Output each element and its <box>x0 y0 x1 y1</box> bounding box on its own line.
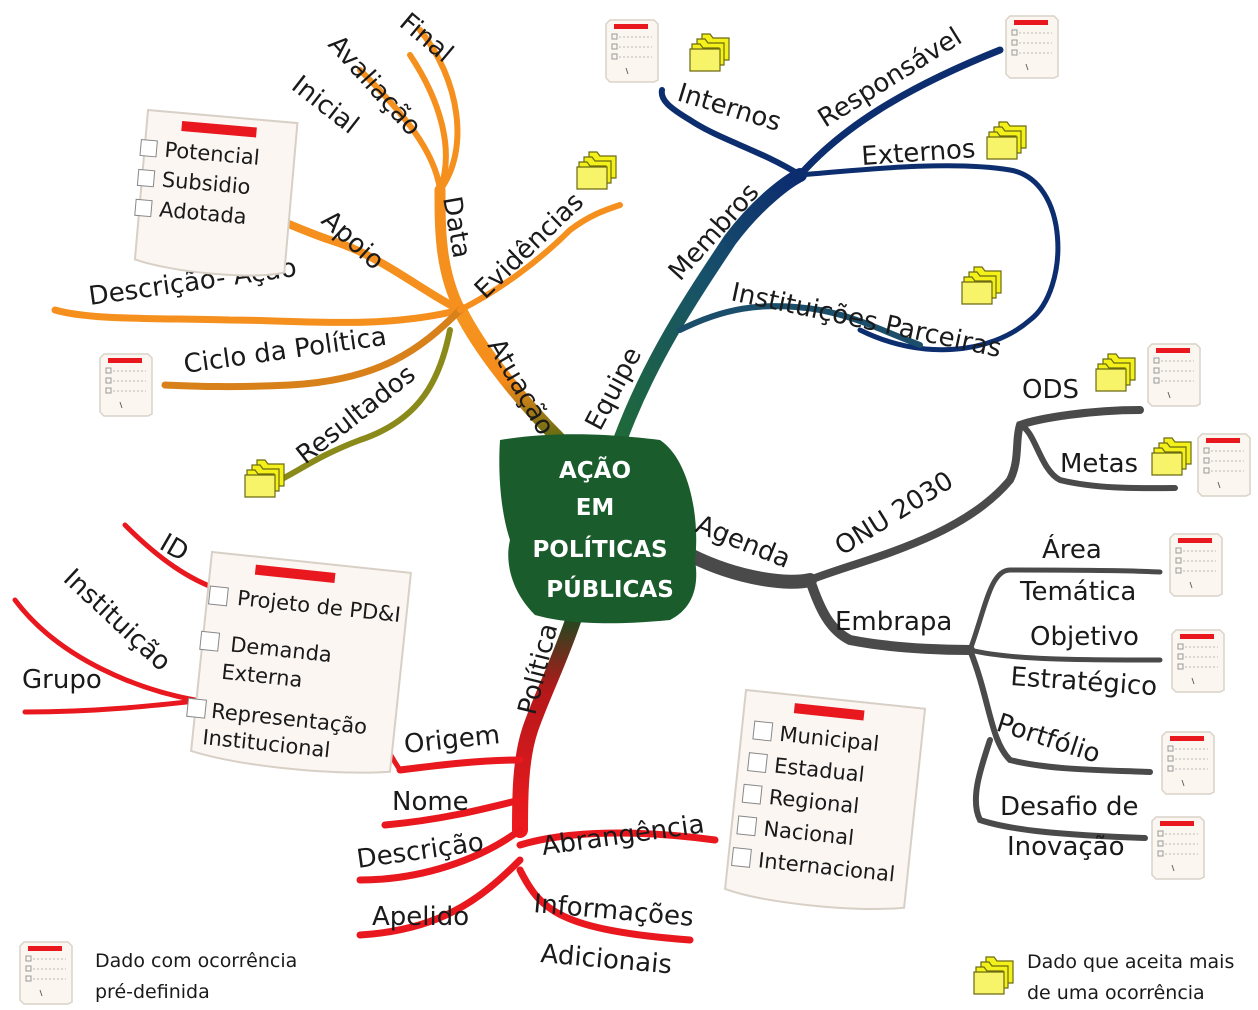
label-instituicao[interactable]: Instituição <box>57 563 176 677</box>
center-line-1: AÇÃO <box>559 456 631 484</box>
legend-predefined: Dado com ocorrência pré-definida <box>19 941 297 1005</box>
label-ods[interactable]: ODS <box>1022 375 1079 405</box>
label-descricao[interactable]: Descrição <box>355 827 486 875</box>
folder-stack-icon <box>986 121 1027 160</box>
label-atuacao[interactable]: Atuação <box>481 334 560 441</box>
branch-planning <box>51 27 623 483</box>
options-card-apoio: Potencial Subsidio Adotada <box>133 108 299 277</box>
folder-stack-icon <box>244 459 285 498</box>
label-informacoes[interactable]: Informações <box>532 889 694 933</box>
label-objetivo[interactable]: Objetivo <box>1030 622 1139 652</box>
checklist-icon <box>605 19 659 83</box>
label-embrapa[interactable]: Embrapa <box>835 607 952 637</box>
checklist-icon <box>1147 343 1201 407</box>
legend-predefined-line-2: pré-definida <box>95 981 210 1003</box>
label-inovacao[interactable]: Inovação <box>1007 832 1125 862</box>
checklist-icon <box>19 941 73 1005</box>
legend-predefined-line-1: Dado com ocorrência <box>95 950 297 972</box>
folder-stack-icon <box>961 266 1002 305</box>
label-abrangencia[interactable]: Abrangência <box>540 809 706 862</box>
checklist-icon <box>1197 433 1251 497</box>
branch-agenda <box>683 406 1178 841</box>
options-card-abrangencia: Municipal Estadual Regional Nacional Int… <box>724 688 927 910</box>
center-node[interactable]: AÇÃO EM POLÍTICAS PÚBLICAS <box>499 434 697 624</box>
legend-multiple: Dado que aceita mais de uma ocorrência <box>973 951 1234 1004</box>
folder-stack-icon <box>973 956 1014 995</box>
folder-stack-icon <box>1151 437 1192 476</box>
options-card-origem: Projeto de PD&I Demanda Externa Represen… <box>186 550 413 774</box>
label-nome[interactable]: Nome <box>392 787 469 817</box>
label-area[interactable]: Área <box>1042 533 1102 565</box>
label-adicionais[interactable]: Adicionais <box>539 939 673 980</box>
checklist-icon <box>1171 629 1225 693</box>
label-estrategico[interactable]: Estratégico <box>1010 662 1159 702</box>
legend-multiple-line-1: Dado que aceita mais <box>1027 951 1234 973</box>
folder-stack-icon <box>689 33 730 72</box>
label-id[interactable]: ID <box>155 528 194 568</box>
label-origem[interactable]: Origem <box>403 720 502 760</box>
checklist-icon <box>99 353 153 417</box>
label-final[interactable]: Final <box>394 7 459 68</box>
checklist-icon <box>1005 15 1059 79</box>
label-internos[interactable]: Internos <box>674 78 785 138</box>
checklist-icon <box>1151 816 1205 880</box>
label-grupo[interactable]: Grupo <box>22 665 102 695</box>
center-line-2: EM <box>576 495 615 521</box>
folder-stack-icon <box>1095 353 1136 392</box>
checklist-icon <box>1169 533 1223 597</box>
label-evidencias[interactable]: Evidências <box>469 187 590 305</box>
center-line-3: POLÍTICAS <box>532 535 667 563</box>
checklist-icon <box>1161 731 1215 795</box>
label-desafio-de[interactable]: Desafio de <box>1000 792 1139 822</box>
branch-equipe <box>613 46 1061 447</box>
folder-stack-icon <box>576 151 617 190</box>
legend-multiple-line-2: de uma ocorrência <box>1027 982 1205 1004</box>
label-metas[interactable]: Metas <box>1060 449 1138 479</box>
center-line-4: PÚBLICAS <box>546 575 674 603</box>
label-apelido[interactable]: Apelido <box>372 902 469 932</box>
label-tematica[interactable]: Temática <box>1019 577 1136 607</box>
